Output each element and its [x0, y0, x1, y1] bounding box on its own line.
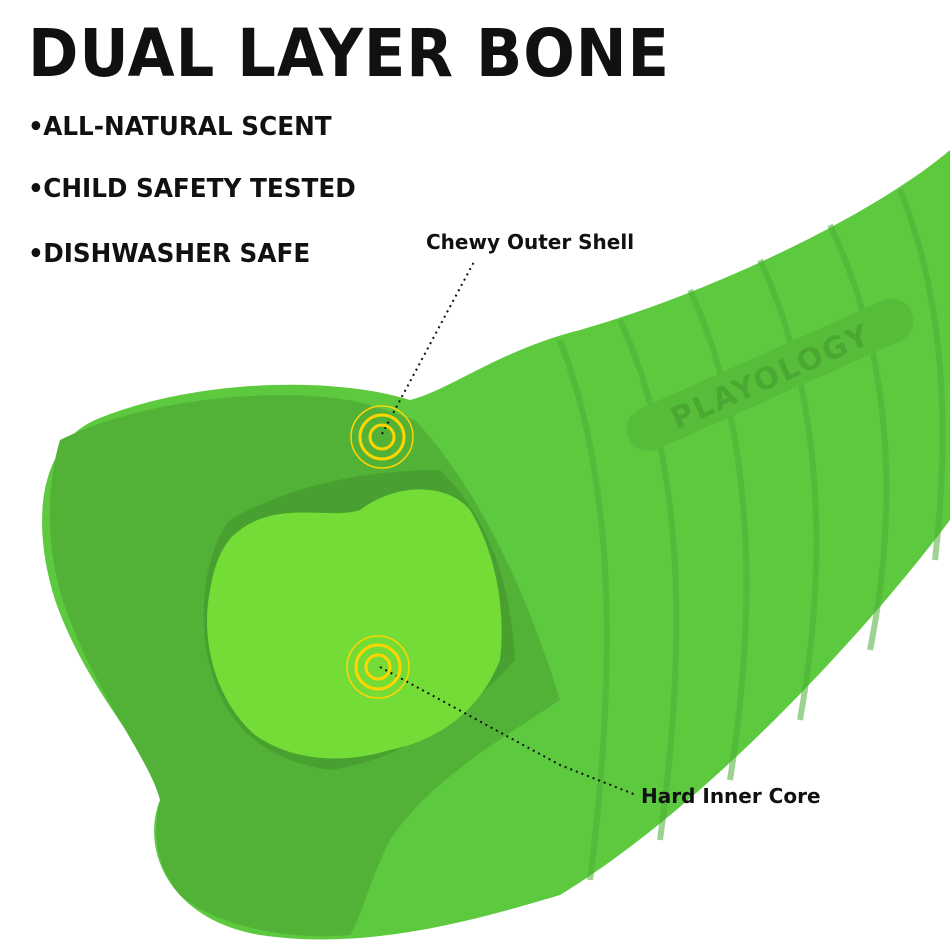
feature-label: ALL-NATURAL SCENT: [43, 112, 332, 142]
feature-label: DISHWASHER SAFE: [43, 239, 311, 269]
feature-label: CHILD SAFETY TESTED: [43, 174, 356, 204]
inner-core: [207, 489, 502, 759]
concentric-target-icon: [346, 635, 410, 699]
page-title: DUAL LAYER BONE: [28, 15, 670, 92]
shell-ribs: [557, 188, 946, 881]
feature-item: •CHILD SAFETY TESTED: [28, 173, 356, 205]
outer-shell-callout: Chewy Outer Shell: [426, 230, 635, 254]
concentric-target-icon: [350, 405, 414, 469]
bullet-dot-icon: •: [28, 239, 44, 269]
inner-leader-line: [379, 666, 637, 796]
bullet-dot-icon: •: [28, 174, 44, 204]
feature-item: •ALL-NATURAL SCENT: [28, 111, 332, 143]
feature-item: •DISHWASHER SAFE: [28, 238, 310, 270]
inner-core-callout: Hard Inner Core: [641, 784, 821, 808]
bullet-dot-icon: •: [28, 112, 44, 142]
